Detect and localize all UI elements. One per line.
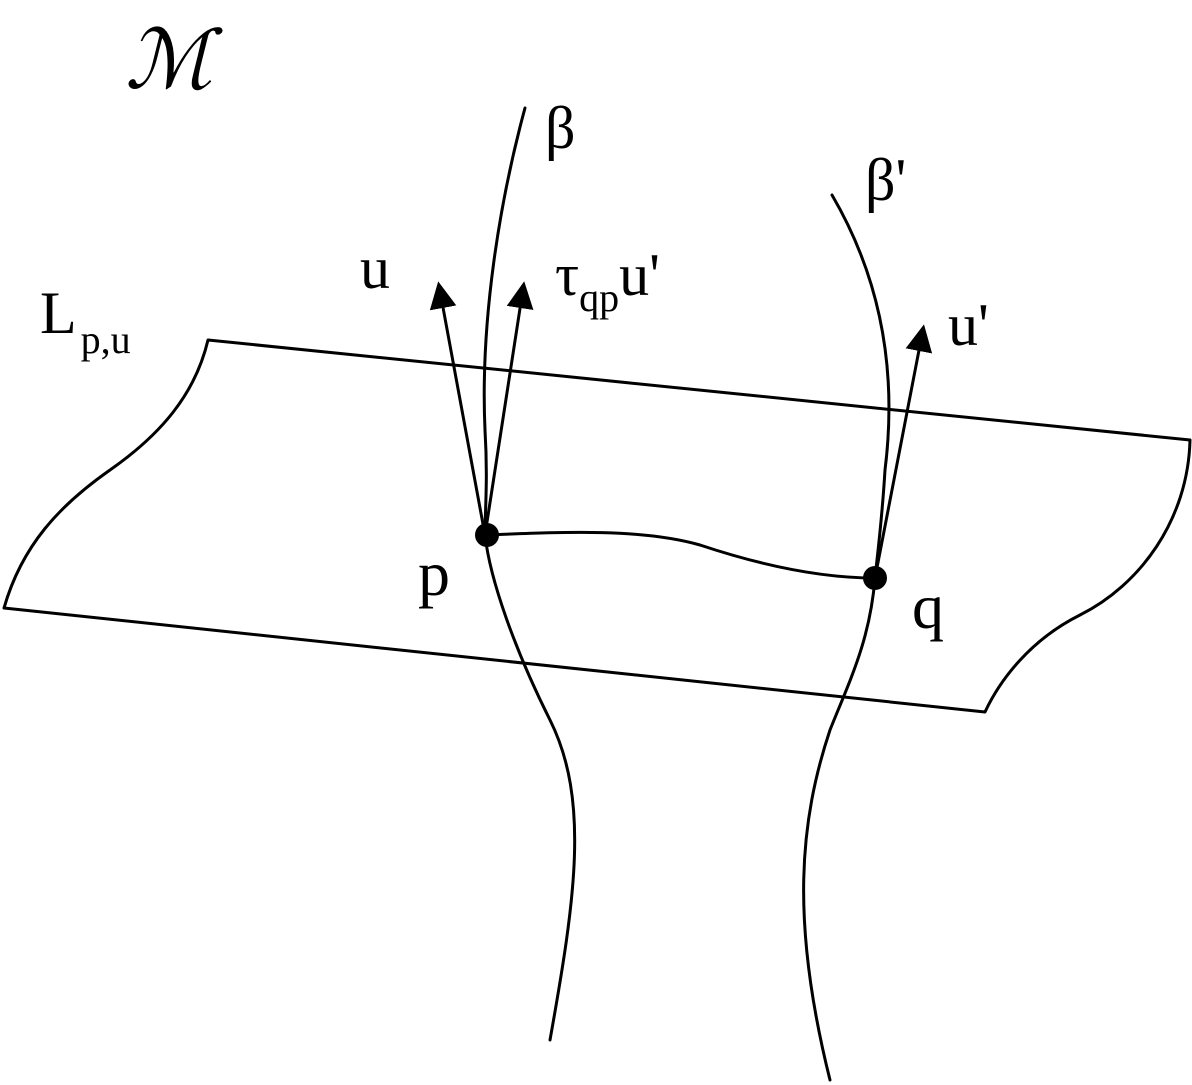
leaf-label-subscript: p,u (81, 317, 131, 362)
vector-u-prime-label: u' (948, 292, 989, 358)
vector-tau-label: τqpu' (555, 242, 660, 320)
vector-u-label: u (360, 235, 390, 301)
curve-beta-prime-label: β' (865, 147, 906, 213)
point-q-dot (863, 566, 887, 590)
vector-tau-subscript: qp (579, 275, 619, 320)
point-p-dot (475, 523, 499, 547)
vector-tau-qp-u-prime (483, 281, 534, 537)
vector-u-prime (873, 324, 933, 580)
point-q-label: q (912, 571, 944, 642)
vector-u (429, 281, 487, 537)
vector-tau-symbol: τ (555, 242, 579, 308)
curve-beta-label: β (545, 95, 576, 161)
path-p-to-q (485, 530, 877, 580)
point-p-label: p (418, 538, 450, 609)
leaf-label-main: L (40, 280, 77, 346)
curve-beta-prime (802, 193, 891, 1082)
manifold-label: ℳ (125, 13, 223, 108)
vector-tau-tail: u' (619, 242, 660, 308)
leaf-surface (2, 338, 1192, 714)
